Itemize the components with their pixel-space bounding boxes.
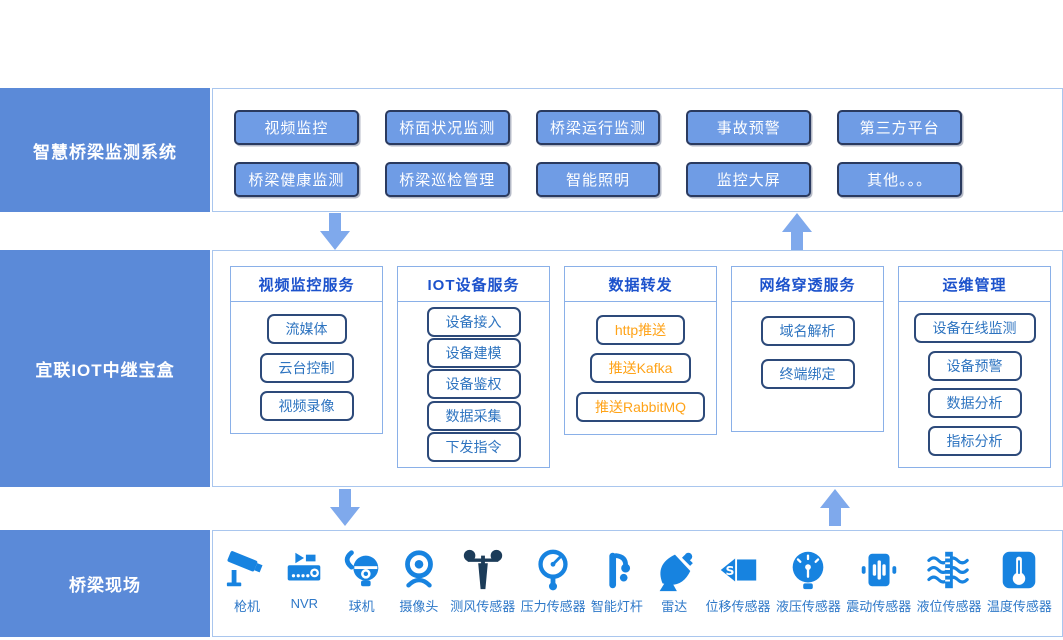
service-item-http-push: http推送	[595, 314, 686, 345]
platform-button-video-monitoring: 视频监控	[234, 110, 359, 145]
arrow-down-icon	[320, 213, 350, 250]
nvr-icon	[288, 552, 321, 581]
platform-section: 智慧桥梁监测系统 视频监控 桥面状况监测 桥梁运行监测 事故预警 第三方平台 桥…	[0, 88, 1063, 212]
gateway-section: 宜联IOT中继宝盒 视频监控服务 流媒体 云台控制 视频录像 IOT设备服务 设…	[0, 250, 1063, 487]
arrow-up-icon	[782, 213, 812, 250]
platform-button-accident-warning: 事故预警	[686, 110, 812, 145]
service-item-send-command: 下发指令	[426, 431, 521, 462]
column-title: 数据转发	[564, 266, 717, 302]
device-label: 摄像头	[399, 599, 439, 614]
arrow-up-icon	[820, 489, 850, 526]
service-item-video-record: 视频录像	[259, 390, 354, 421]
arrow-down-icon	[330, 489, 360, 526]
platform-button-third-party: 第三方平台	[837, 110, 962, 145]
platform-button-smart-lighting: 智能照明	[535, 162, 661, 197]
column-video-service: 视频监控服务 流媒体 云台控制 视频录像	[230, 266, 383, 434]
radar-dish-icon	[659, 552, 694, 592]
column-data-forwarding: 数据转发 http推送 推送Kafka 推送RabbitMQ	[564, 266, 717, 435]
device-displacement-sensor: S 位移传感器	[706, 547, 771, 615]
service-item-online-monitor: 设备在线监测	[913, 313, 1036, 344]
device-label: 测风传感器	[450, 599, 516, 614]
device-vibration-sensor: 震动传感器	[846, 547, 911, 615]
bullet-camera-icon	[226, 551, 263, 587]
platform-button-deck-condition: 桥面状况监测	[384, 110, 510, 145]
pressure-gauge-icon	[538, 549, 568, 591]
device-pressure-sensor: 压力传感器	[521, 547, 586, 615]
webcam-icon	[405, 550, 433, 588]
device-dome-camera: 球机	[336, 547, 388, 615]
device-label: 液压传感器	[775, 599, 841, 614]
device-label: NVR	[290, 596, 319, 611]
field-section: 桥梁现场 枪机	[0, 530, 1063, 637]
platform-button-bridge-health: 桥梁健康监测	[234, 162, 359, 197]
device-liquid-level-sensor: 液位传感器	[917, 547, 982, 615]
service-item-kafka-push: 推送Kafka	[589, 353, 692, 383]
service-item-streaming: 流媒体	[266, 314, 347, 345]
vibration-sensor-icon	[861, 553, 896, 587]
column-ops-management: 运维管理 设备在线监测 设备预警 数据分析 指标分析	[898, 266, 1051, 468]
device-wind-sensor: 测风传感器	[450, 547, 515, 615]
service-item-data-collect: 数据采集	[426, 400, 521, 431]
gateway-service-panel: 视频监控服务 流媒体 云台控制 视频录像 IOT设备服务 设备接入 设备建模 设…	[212, 250, 1063, 487]
service-item-device-modeling: 设备建模	[426, 338, 521, 369]
service-item-rabbitmq-push: 推送RabbitMQ	[575, 391, 706, 422]
device-label: 球机	[348, 599, 375, 614]
device-radar: 雷达	[648, 547, 700, 615]
device-label: 智能灯杆	[590, 599, 643, 614]
service-item-terminal-binding: 终端绑定	[760, 359, 855, 389]
device-smart-light-pole: 智能灯杆	[591, 547, 643, 615]
device-label: 液位传感器	[916, 599, 982, 614]
device-label: 雷达	[661, 599, 688, 614]
device-hydraulic-sensor: 液压传感器	[776, 547, 841, 615]
column-title: IOT设备服务	[397, 266, 550, 302]
device-label: 位移传感器	[705, 599, 771, 614]
device-label: 压力传感器	[520, 599, 586, 614]
platform-button-panel: 视频监控 桥面状况监测 桥梁运行监测 事故预警 第三方平台 桥梁健康监测 桥梁巡…	[212, 88, 1063, 212]
displacement-sensor-icon: S	[720, 558, 757, 582]
thermometer-icon	[1003, 551, 1036, 589]
column-title: 视频监控服务	[230, 266, 383, 302]
device-label: 温度传感器	[986, 599, 1052, 614]
field-device-panel: 枪机 NVR	[212, 530, 1063, 637]
column-nat-traversal-service: 网络穿透服务 域名解析 终端绑定	[731, 266, 884, 432]
dome-camera-icon	[344, 550, 378, 587]
service-item-dns-resolve: 域名解析	[760, 316, 855, 346]
field-banner: 桥梁现场	[0, 530, 210, 637]
gateway-banner: 宜联IOT中继宝盒	[0, 250, 210, 487]
wind-sensor-icon	[463, 549, 502, 590]
device-nvr: NVR	[278, 547, 330, 611]
platform-button-others: 其他。。。	[837, 162, 962, 197]
platform-banner: 智慧桥梁监测系统	[0, 88, 210, 212]
column-title: 网络穿透服务	[731, 266, 884, 302]
column-iot-device-service: IOT设备服务 设备接入 设备建模 设备鉴权 数据采集 下发指令	[397, 266, 550, 468]
device-label: 枪机	[233, 599, 260, 614]
platform-button-monitor-wall: 监控大屏	[686, 162, 812, 197]
service-item-data-analysis: 数据分析	[927, 388, 1022, 419]
device-bullet-camera: 枪机	[221, 547, 273, 615]
device-temperature-sensor: 温度传感器	[987, 547, 1052, 615]
service-item-device-auth: 设备鉴权	[426, 369, 521, 400]
svg-text:S: S	[726, 563, 735, 578]
device-label: 震动传感器	[846, 599, 912, 614]
service-item-device-access: 设备接入	[426, 307, 521, 338]
service-item-metric-analysis: 指标分析	[927, 425, 1022, 456]
device-webcam: 摄像头	[393, 547, 445, 615]
hydraulic-gauge-icon	[793, 551, 824, 590]
platform-button-inspection-mgmt: 桥梁巡检管理	[384, 162, 510, 197]
liquid-level-sensor-icon	[927, 551, 969, 589]
service-item-device-warning: 设备预警	[927, 350, 1022, 381]
platform-button-bridge-operation: 桥梁运行监测	[535, 110, 661, 145]
column-title: 运维管理	[898, 266, 1051, 302]
service-item-ptz-control: 云台控制	[259, 352, 354, 383]
smart-light-pole-icon	[609, 552, 630, 589]
